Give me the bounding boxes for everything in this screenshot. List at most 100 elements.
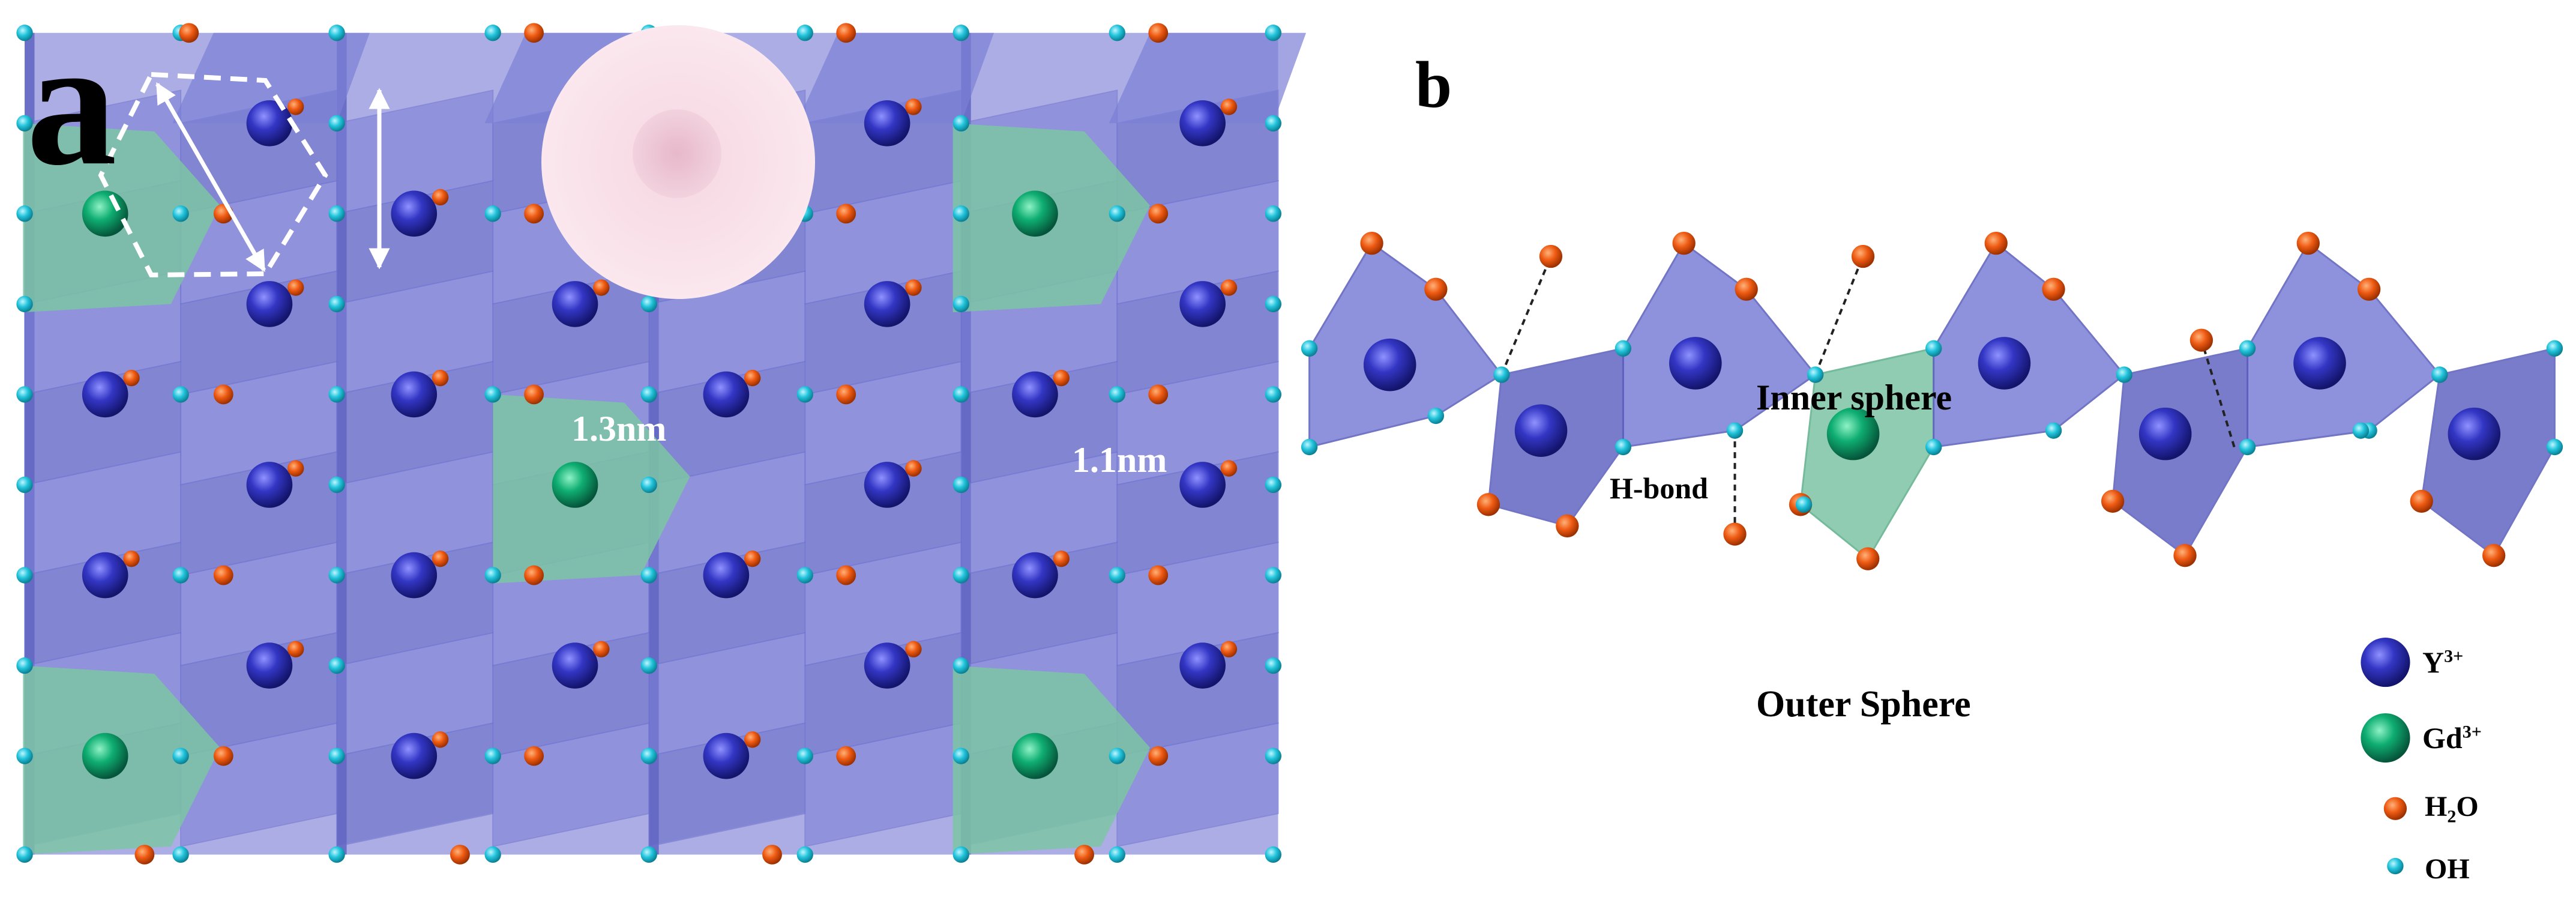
oh-group (484, 205, 501, 222)
water-molecule (836, 746, 856, 766)
water-molecule (123, 550, 140, 567)
oh-group (328, 205, 345, 222)
y-ion (552, 642, 598, 689)
oh-group (2239, 438, 2256, 456)
water-molecule (1360, 231, 1383, 255)
water-molecule (2410, 489, 2433, 513)
legend-label-y: Y3+ (2422, 645, 2464, 679)
oh-group (16, 657, 33, 674)
water-molecule (1053, 550, 1070, 567)
water-molecule (1476, 493, 1500, 516)
oh-group (952, 25, 969, 41)
water-molecule (2357, 277, 2381, 301)
water-molecule (1220, 460, 1238, 477)
oh-group (328, 567, 345, 584)
water-molecule (1735, 277, 1758, 301)
gd-ion (82, 732, 128, 779)
water-molecule (213, 384, 233, 405)
water-molecule (1148, 23, 1169, 43)
water-molecule (524, 204, 544, 224)
water-molecule (1539, 244, 1563, 268)
legend-label-oh: OH (2425, 853, 2470, 885)
oh-group (1265, 205, 1282, 222)
water-molecule (1148, 746, 1169, 766)
oh-group (2546, 438, 2563, 456)
water-molecule (287, 641, 304, 657)
polyhedron-face (796, 32, 994, 124)
y-ion (2293, 337, 2346, 390)
oh-group (1109, 846, 1126, 863)
oh-group (1925, 340, 1942, 357)
oh-group (484, 567, 501, 584)
y-ion (1669, 337, 1722, 390)
y-ion (864, 281, 910, 327)
water-molecule (1851, 244, 1875, 268)
water-molecule (905, 460, 922, 477)
oh-group (1925, 438, 1942, 456)
y-ion (391, 190, 438, 237)
oh-group (328, 386, 345, 403)
oh-group (796, 846, 813, 863)
oh-group (328, 25, 345, 41)
water-molecule (179, 23, 199, 43)
y-ion (2138, 407, 2192, 461)
water-molecule (432, 189, 449, 206)
legend-label-water: H2O (2425, 791, 2479, 827)
oh-group (796, 386, 813, 403)
water-molecule (213, 565, 233, 585)
water-molecule (1672, 231, 1696, 255)
y-ion (864, 642, 910, 689)
oh-group (172, 386, 189, 403)
water-molecule (432, 731, 449, 748)
oh-group (1301, 340, 1318, 357)
oh-group (640, 386, 657, 403)
oh-group (1265, 476, 1282, 494)
oh-group (1265, 747, 1282, 764)
gd-ion (1012, 190, 1058, 237)
oh-group (952, 567, 969, 584)
legend-water-icon (2383, 797, 2407, 820)
water-molecule (450, 844, 470, 865)
water-molecule (134, 844, 155, 865)
oh-group (1427, 407, 1445, 424)
inner-sphere-halo (633, 109, 721, 198)
y-ion (246, 281, 293, 327)
water-molecule (2042, 277, 2065, 301)
y-ion (1012, 371, 1058, 418)
oh-group (1301, 438, 1318, 456)
water-molecule (1074, 844, 1095, 865)
oh-group (796, 25, 813, 41)
oh-group (16, 476, 33, 494)
y-ion (82, 552, 128, 599)
water-molecule (593, 641, 610, 657)
water-molecule (1723, 522, 1747, 546)
gd-ion (1826, 407, 1880, 461)
water-molecule (524, 746, 544, 766)
oh-group (484, 747, 501, 764)
oh-group (172, 747, 189, 764)
oh-group (16, 846, 33, 863)
atoms-panel-b (1301, 231, 2563, 570)
oh-group (1726, 422, 1744, 439)
water-molecule (744, 369, 761, 387)
y-ion (2448, 407, 2501, 461)
hydrogen-bond (1500, 256, 1552, 375)
oh-group (328, 846, 345, 863)
hydrogen-bond (1814, 256, 1864, 375)
oh-group (484, 25, 501, 41)
y-ion (703, 732, 750, 779)
water-molecule (2101, 489, 2125, 513)
oh-group (484, 386, 501, 403)
oh-group (328, 747, 345, 764)
y-ion (1179, 462, 1226, 508)
y-ion (1363, 338, 1416, 391)
water-molecule (524, 384, 544, 405)
water-molecule (1424, 277, 1448, 301)
water-molecule (432, 369, 449, 387)
inner-sphere-label: Inner sphere (1756, 378, 1952, 417)
y-ion (864, 100, 910, 146)
oh-group (952, 115, 969, 131)
water-molecule (593, 279, 610, 296)
water-molecule (1220, 279, 1238, 296)
